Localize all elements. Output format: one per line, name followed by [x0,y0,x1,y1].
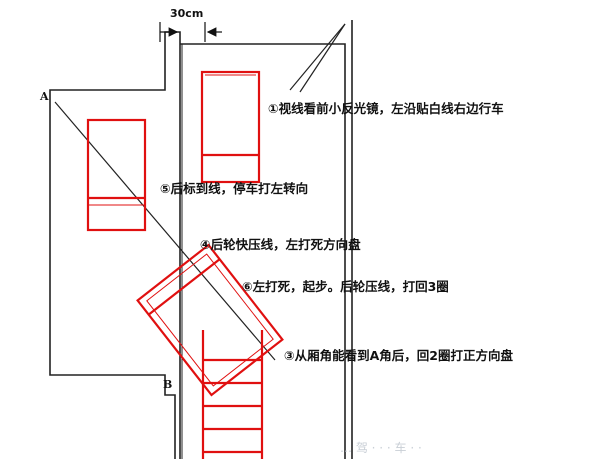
dimension-marker [159,22,222,42]
point-a-label: A [39,90,49,103]
step-3-label: ③从厢角能看到A角后，回2圈打正方向盘 [284,348,513,363]
step-6-label: ⑥左打死，起步。后轮压线，打回3圈 [242,279,449,294]
sight-line-a-to-car [54,101,276,361]
watermark: … 驾 · · · 车 · · [340,440,422,455]
sight-line-mirror-2 [299,23,346,93]
point-b-label: B [163,378,172,391]
garage-and-road-outline [49,31,181,459]
step-4-label: ④后轮快压线，左打死方向盘 [200,237,361,252]
dimension-label: 30cm [170,7,203,20]
sight-line-mirror [289,23,346,91]
step-1-label: ①视线看前小反光镜，左沿贴白线右边行车 [268,101,504,116]
step-5-label: ⑤后标到线，停车打左转向 [160,181,308,196]
car-bottom-ladder [201,330,264,459]
car-garage [200,70,261,184]
car-left-bay [86,118,147,232]
car-rotated [136,243,284,397]
sight-lines [54,23,346,361]
garage-top-line [180,43,346,459]
